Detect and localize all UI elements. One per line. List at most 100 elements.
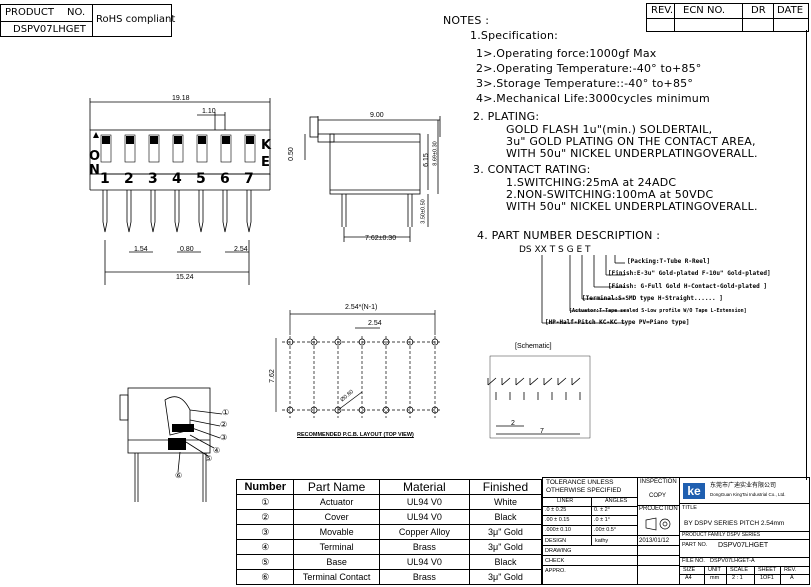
dim-19-18: 19.18 xyxy=(172,95,190,102)
rohs-box: RoHS compliant xyxy=(92,4,176,37)
pn-item-packing: [Packing:T-Tube R-Reel] xyxy=(627,258,711,265)
front-view-drawing xyxy=(89,98,271,285)
bom-material: UL94 V0 xyxy=(378,554,470,570)
plating-line-1: GOLD FLASH 1u"(min.) SOLDERTAIL, xyxy=(506,123,713,136)
pcb-caption: RECOMMENDED P.C.B. LAYOUT (TOP VIEW) xyxy=(297,432,414,438)
spec-title: 1.Specification: xyxy=(470,29,559,42)
rev-label-bottom: REV. xyxy=(784,567,797,573)
company-name-cn: 东莞市广迪实业有限公司 xyxy=(710,483,777,489)
dim-9-00: 9.00 xyxy=(370,112,384,119)
unit-label: UNIT xyxy=(708,567,721,573)
bom-header-number: Number xyxy=(235,479,295,495)
revision-block: REV. ECN NO. DR DATE xyxy=(646,3,809,32)
rev-label: REV. xyxy=(651,5,673,16)
drawing-title: BY DSPV SERIES PITCH 2.54mm xyxy=(684,520,785,527)
pcb-dim-7-62: 7.62 xyxy=(268,369,276,383)
table-row: ③ Movable Copper Alloy 3μ" Gold xyxy=(235,524,543,540)
switch-number-3: 3 xyxy=(148,171,158,187)
tolerance-liner: LINER xyxy=(557,498,574,504)
dim-3-50: 3.50±0.50 xyxy=(420,199,427,224)
tolerance-r2b: .0 ± 1° xyxy=(594,517,610,523)
spec-item-4: 4>.Mechanical Life:3000cycles minimum xyxy=(476,92,710,105)
dim-7-62: 7.62±0.30 xyxy=(365,235,397,242)
inspection-block: INSPECTION COPY PROJECTION 2013/01/12 xyxy=(637,477,680,585)
design-label: DESIGN xyxy=(545,538,567,544)
table-row: ⑥ Terminal Contact Brass 3μ" Gold xyxy=(235,569,543,585)
ecn-label: ECN NO. xyxy=(683,5,726,16)
callout-2: ② xyxy=(220,420,228,429)
part-number-leaders xyxy=(541,255,625,324)
part-number: DSPV07LHGET xyxy=(13,24,86,35)
copy-label: COPY xyxy=(649,493,667,499)
dim-2-54: 2.54 xyxy=(234,246,248,253)
tolerance-r3b: .00± 0.5° xyxy=(594,527,617,533)
bom-num: ④ xyxy=(235,539,295,555)
pcb-dim-top: 2.54*(N-1) xyxy=(345,304,378,311)
table-row: ① Actuator UL94 V0 White xyxy=(235,494,543,510)
part-no-label: PART NO. xyxy=(682,542,708,548)
tolerance-r3a: .000± 0.10 xyxy=(545,527,571,533)
bom-finish: Black xyxy=(468,509,543,525)
bom-finish: Black xyxy=(468,554,543,570)
bom-part-name: Actuator xyxy=(293,494,380,510)
approve-label: APPRO. xyxy=(545,568,566,574)
tolerance-r2a: .00 ± 0.15 xyxy=(545,517,570,523)
spec-item-1: 1>.Operating force:1000gf Max xyxy=(476,47,657,60)
drawing-label: DRAWING xyxy=(545,548,572,554)
schematic-label: [Schematic] xyxy=(515,343,552,350)
contact-line-3: WITH 50u" NICKEL UNDERPLATINGOVERALL. xyxy=(506,200,758,213)
contact-line-1: 1.SWITCHING:25mA at 24ADC xyxy=(506,176,677,189)
bom-part-name: Terminal Contact xyxy=(293,569,380,585)
side-view-drawing xyxy=(304,116,441,242)
title-block-product: PRODUCT NO. DSPV07LHGET xyxy=(0,4,93,37)
bom-part-name: Base xyxy=(293,554,380,570)
bom-num: ① xyxy=(235,494,295,510)
tolerance-title-1: TOLERANCE UNLESS xyxy=(546,479,614,486)
inspection-label: INSPECTION xyxy=(640,479,677,485)
bom-header-finished: Finished xyxy=(468,479,543,495)
dr-label: DR xyxy=(751,5,766,16)
table-row: ④ Terminal Brass 3μ" Gold xyxy=(235,539,543,555)
rohs-label: RoHS compliant xyxy=(96,14,176,25)
bom-finish: White xyxy=(468,494,543,510)
dim-0-50: 0.50 xyxy=(287,147,295,161)
sheet-label: SHEET xyxy=(758,567,777,573)
dim-1-54: 1.54 xyxy=(134,246,148,253)
callout-5: ⑤ xyxy=(205,454,213,463)
bom-part-name: Terminal xyxy=(293,539,380,555)
family-label: PRODUCT FAMILY DSPV SERIES xyxy=(682,532,761,538)
part-number-title: 4. PART NUMBER DESCRIPTION : xyxy=(477,229,661,242)
k-label: K xyxy=(261,138,272,153)
bom-num: ⑤ xyxy=(235,554,295,570)
notes-heading: NOTES : xyxy=(443,14,490,27)
design-by: kathy xyxy=(595,538,609,544)
pn-item-terminal: [Terminal:S-SMD type H-Straight...... ] xyxy=(582,295,723,302)
switch-number-5: 5 xyxy=(196,171,206,187)
plating-title: 2. PLATING: xyxy=(473,110,540,123)
switch-number-2: 2 xyxy=(124,171,134,187)
bom-material: Brass xyxy=(378,539,470,555)
schematic-dim-7: 7 xyxy=(540,428,544,435)
dim-6-15: 6.15 xyxy=(422,153,430,167)
dim-1-10: 1.10 xyxy=(202,108,216,115)
bom-material: UL94 V0 xyxy=(378,509,470,525)
tolerance-angles: ANGLES xyxy=(605,498,628,504)
tolerance-block: TOLERANCE UNLESS OTHERWISE SPECIFIED LIN… xyxy=(542,477,638,585)
pn-item-finish-gold: [Finish: G-Full Gold H-Contact-Gold-plat… xyxy=(608,283,767,290)
pcb-dim-2-54: 2.54 xyxy=(368,320,382,327)
bom-num: ② xyxy=(235,509,295,525)
file-no-value: DSPV07LHGET-A xyxy=(710,558,755,564)
dim-8-69: 8.69±0.30 xyxy=(432,141,439,166)
bom-material: UL94 V0 xyxy=(378,494,470,510)
projection-label: PROJECTION xyxy=(639,506,678,512)
title-label: TITLE xyxy=(682,505,697,511)
projection-symbol-icon xyxy=(645,517,671,531)
bom-part-name: Movable xyxy=(293,524,380,540)
product-label: PRODUCT xyxy=(5,7,54,18)
callout-4: ④ xyxy=(213,446,221,455)
callout-3: ③ xyxy=(220,433,228,442)
spec-item-3: 3>.Storage Temperature::-40° to+85° xyxy=(476,77,694,90)
pcb-layout-drawing xyxy=(275,310,442,418)
bom-num: ⑥ xyxy=(235,569,295,585)
